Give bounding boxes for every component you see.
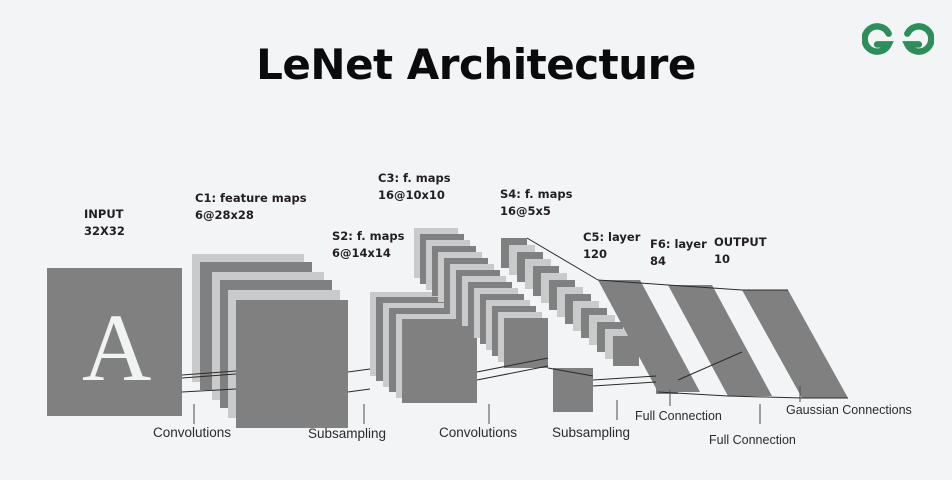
label-output-line2: 10 [714, 252, 731, 266]
c3-feature-map-stack [414, 228, 548, 368]
label-s2-line2: 6@14x14 [332, 246, 391, 260]
label-f6-line1: F6: layer [650, 237, 707, 251]
geeksforgeeks-logo [861, 16, 935, 62]
band-envelope-lines [597, 279, 848, 399]
label-convolutions-2: Convolutions [439, 425, 518, 440]
label-f6-line2: 84 [650, 254, 667, 268]
label-gaussian-connections: Gaussian Connections [786, 403, 912, 417]
label-full-connection-2: Full Connection [709, 433, 796, 447]
label-s4-line1: S4: f. maps [500, 187, 573, 201]
label-s4-line2: 16@5x5 [500, 204, 551, 218]
label-c3-line1: C3: f. maps [378, 171, 451, 185]
fully-connected-bands [598, 280, 848, 398]
label-s2-line1: S2: f. maps [332, 229, 405, 243]
label-convolutions-1: Convolutions [153, 425, 232, 440]
output-band [742, 290, 848, 398]
label-c5-line2: 120 [583, 247, 608, 261]
label-c1-line2: 6@28x28 [195, 208, 254, 222]
label-output-line1: OUTPUT [714, 235, 767, 249]
label-input-line2: 32X32 [84, 224, 125, 238]
label-subsampling-1: Subsampling [308, 426, 387, 441]
f6-band [668, 285, 772, 396]
label-c3-line2: 16@10x10 [378, 188, 445, 202]
label-input-line1: INPUT [84, 207, 124, 221]
c5-band [598, 280, 700, 392]
page-title: LeNet Architecture [256, 40, 696, 89]
label-subsampling-2: Subsampling [552, 425, 631, 440]
label-c5-line1: C5: layer [583, 230, 641, 244]
s2-feature-map-stack [370, 292, 477, 403]
c1-feature-map-stack [192, 254, 348, 428]
label-c1-line1: C1: feature maps [195, 191, 307, 205]
label-full-connection-1: Full Connection [635, 409, 722, 423]
input-letter: A [82, 294, 152, 401]
